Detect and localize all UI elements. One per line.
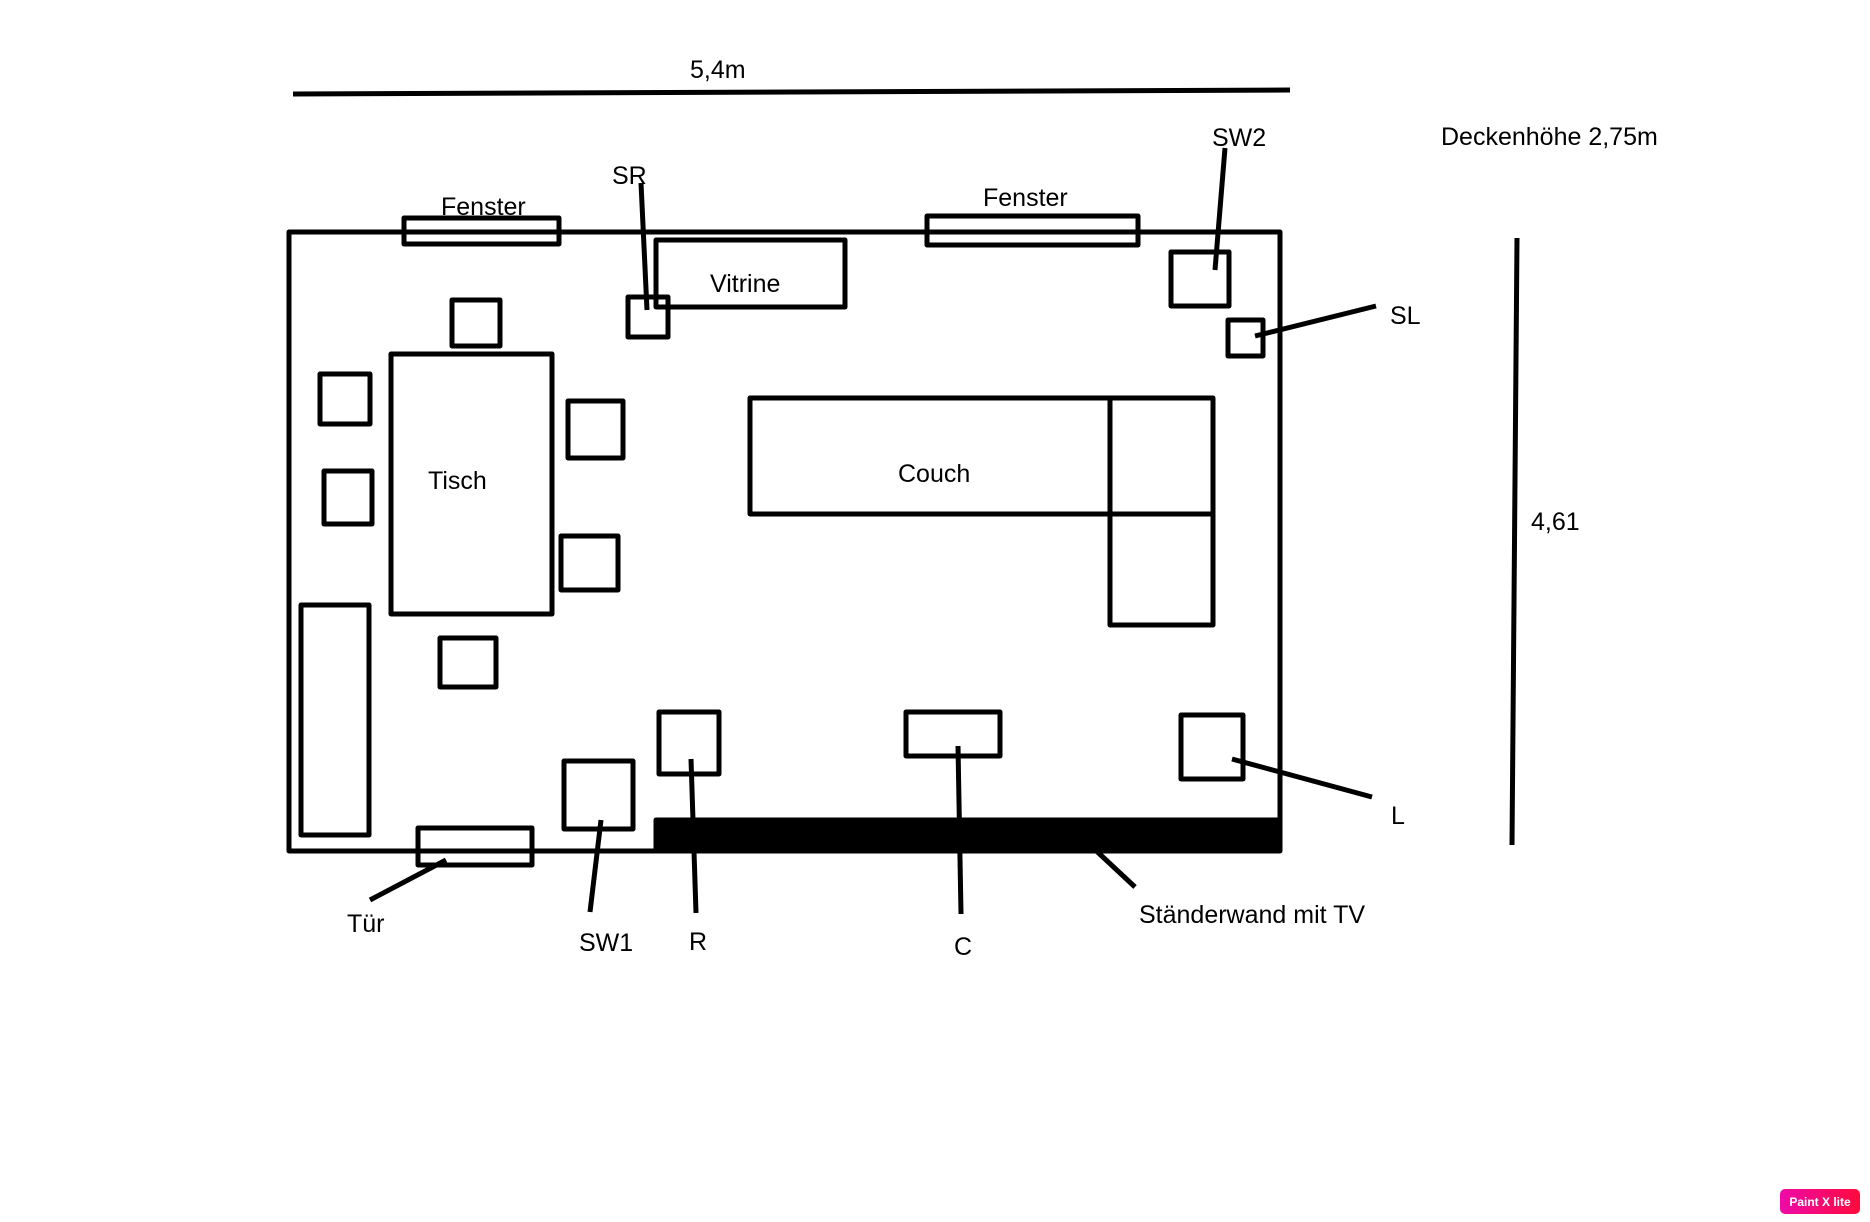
l-label: L bbox=[1391, 802, 1405, 830]
app-badge: Paint X lite bbox=[1780, 1189, 1860, 1214]
door-leader bbox=[368, 857, 448, 903]
width-dimension-line bbox=[292, 87, 1291, 97]
c-label: C bbox=[954, 933, 973, 961]
l-leader bbox=[1231, 756, 1373, 800]
r-label: R bbox=[689, 928, 708, 956]
chair bbox=[449, 297, 503, 349]
display-cabinet bbox=[653, 237, 848, 310]
sr-label: SR bbox=[612, 162, 647, 190]
window-top-left bbox=[401, 215, 562, 247]
chair bbox=[317, 371, 373, 427]
chair bbox=[321, 468, 375, 527]
sl-leader bbox=[1254, 303, 1377, 339]
tv-wall bbox=[653, 817, 1283, 853]
sl-label: SL bbox=[1390, 302, 1421, 330]
window-label-right: Fenster bbox=[983, 184, 1068, 212]
room-outline bbox=[286, 229, 1283, 854]
l-box bbox=[1178, 712, 1246, 782]
couch-corner bbox=[1107, 511, 1216, 628]
couch-label: Couch bbox=[898, 460, 971, 488]
door bbox=[415, 825, 535, 868]
width-label: 5,4m bbox=[690, 56, 746, 84]
door-label: Tür bbox=[347, 910, 385, 938]
sw2-leader bbox=[1212, 147, 1228, 271]
couch-main bbox=[747, 395, 1216, 517]
sw1-label: SW1 bbox=[579, 929, 634, 957]
side-cabinet bbox=[298, 602, 372, 838]
sw2-label: SW2 bbox=[1212, 124, 1267, 152]
sw2-box bbox=[1168, 249, 1232, 309]
table bbox=[388, 351, 555, 617]
sl-box bbox=[1225, 317, 1266, 359]
ceiling-height-label: Deckenhöhe 2,75m bbox=[1441, 123, 1658, 151]
tv-wall-leader bbox=[1088, 843, 1137, 889]
chair bbox=[565, 398, 626, 461]
table-label: Tisch bbox=[428, 467, 487, 495]
tv-wall-label: Ständerwand mit TV bbox=[1139, 901, 1366, 929]
height-label: 4,61 bbox=[1531, 508, 1580, 536]
display-cabinet-label: Vitrine bbox=[710, 270, 781, 298]
sw1-box bbox=[561, 758, 636, 832]
chair bbox=[437, 635, 499, 690]
window-top-right bbox=[924, 213, 1141, 248]
sw1-leader bbox=[587, 819, 604, 913]
height-dimension-line bbox=[1509, 237, 1520, 846]
c-box bbox=[903, 709, 1003, 759]
sr-leader bbox=[638, 182, 650, 311]
chair bbox=[558, 533, 621, 593]
window-label-left: Fenster bbox=[441, 193, 526, 221]
